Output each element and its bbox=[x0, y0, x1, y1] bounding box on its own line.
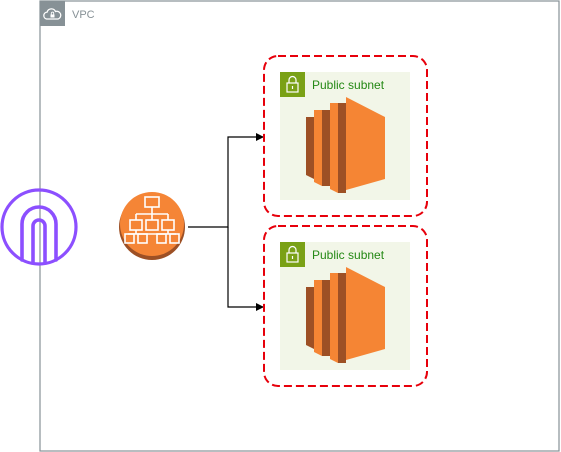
padlock-icon bbox=[280, 242, 305, 267]
connector-to-subnet-1 bbox=[188, 133, 264, 228]
ec2-instance-icon[interactable] bbox=[306, 97, 385, 193]
subnet-2[interactable]: Public subnet bbox=[263, 225, 428, 387]
vpc-border bbox=[39, 0, 560, 452]
subnet-label: Public subnet bbox=[312, 248, 385, 262]
ec2-instance-icon[interactable] bbox=[306, 267, 385, 363]
elastic-load-balancing-icon[interactable] bbox=[119, 192, 185, 260]
connectors bbox=[188, 133, 264, 311]
subnet-highlight-border bbox=[263, 55, 428, 217]
cloud-lock-icon bbox=[40, 1, 65, 26]
subnet-highlight-border bbox=[263, 225, 428, 387]
vpc-group: VPC bbox=[39, 0, 560, 452]
subnet-label: Public subnet bbox=[312, 78, 385, 92]
padlock-icon bbox=[280, 72, 305, 97]
vpc-label: VPC bbox=[72, 9, 95, 21]
connector-to-subnet-2 bbox=[227, 227, 264, 311]
internet-gateway-icon[interactable] bbox=[0, 188, 78, 266]
subnet-1[interactable]: Public subnet bbox=[263, 55, 428, 217]
